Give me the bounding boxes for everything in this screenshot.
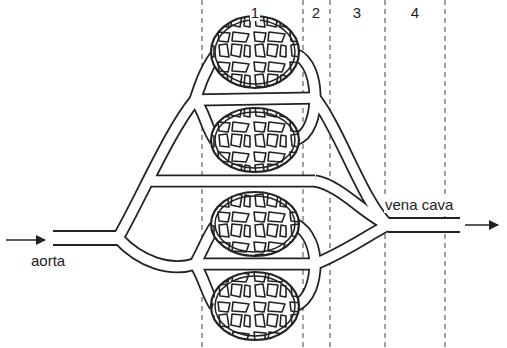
flow-arrow	[6, 225, 498, 240]
region-divider	[202, 0, 445, 348]
region-number: 3	[352, 4, 362, 21]
vessel-label: vena cava	[384, 196, 454, 213]
vessel-label: aorta	[30, 252, 66, 269]
capillary-bed	[211, 16, 299, 340]
region-number: 1	[250, 4, 260, 21]
region-number: 4	[410, 4, 420, 21]
blood-vessels	[48, 54, 465, 306]
capillary-bed-wall	[215, 20, 295, 336]
region-number: 2	[311, 4, 321, 21]
